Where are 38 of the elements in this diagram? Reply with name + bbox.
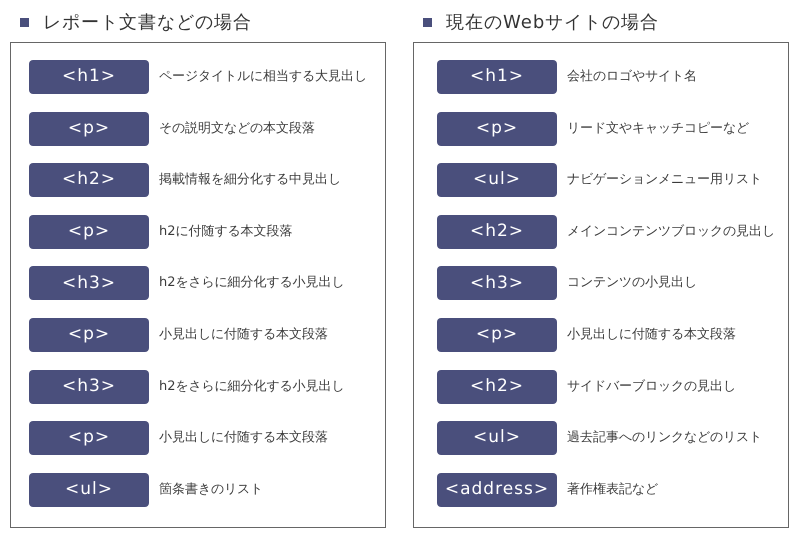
section-heading: レポート文書などの場合 [43,10,252,34]
tag-description: 著作権表記など [567,480,658,499]
tag-description: その説明文などの本文段落 [159,120,315,138]
tag-description: 箇条書きのリスト [159,480,263,499]
html-tag-label: <h1> [437,60,557,94]
html-tag-label: <ul> [437,163,557,198]
tag-description: 小見出しに付随する本文段落 [159,429,328,448]
tag-description: h2に付随する本文段落 [159,222,293,241]
html-tag-label: <h3> [29,370,149,404]
tag-description: 小見出しに付随する本文段落 [159,326,328,344]
tag-description: 掲載情報を細分化する中見出し [159,171,341,190]
tag-description: 小見出しに付随する本文段落 [567,326,736,344]
tag-description: h2をさらに細分化する小見出し [159,378,345,396]
section-heading: 現在のWebサイトの場合 [446,10,660,34]
tag-description: サイドバーブロックの見出し [567,378,736,396]
html-tag-label: <ul> [29,472,149,507]
tag-description: コンテンツの小見出し [567,274,697,292]
tag-description: リード文やキャッチコピーなど [567,120,749,138]
tag-description: ナビゲーションメニュー用リスト [567,171,762,190]
tag-description: h2をさらに細分化する小見出し [159,274,345,292]
html-tag-label: <h3> [29,266,149,300]
html-tag-label: <p> [29,214,149,249]
html-tag-label: <p> [437,112,557,146]
html-tag-label: <h2> [437,214,557,249]
tag-description: メインコンテンツブロックの見出し [567,222,775,241]
tag-description: 会社のロゴやサイト名 [567,68,697,86]
html-tag-label: <h3> [437,266,557,300]
html-tag-label: <h2> [29,163,149,198]
html-tag-label: <p> [437,318,557,352]
tag-description: 過去記事へのリンクなどのリスト [567,429,762,448]
html-tag-label: <h2> [437,370,557,404]
html-tag-label: <p> [29,318,149,352]
html-tag-label: <ul> [437,421,557,456]
tag-description: ページタイトルに相当する大見出し [159,68,367,86]
html-tag-label: <address> [437,472,557,507]
html-tag-label: <p> [29,421,149,456]
html-tag-label: <h1> [29,60,149,94]
html-tag-label: <p> [29,112,149,146]
